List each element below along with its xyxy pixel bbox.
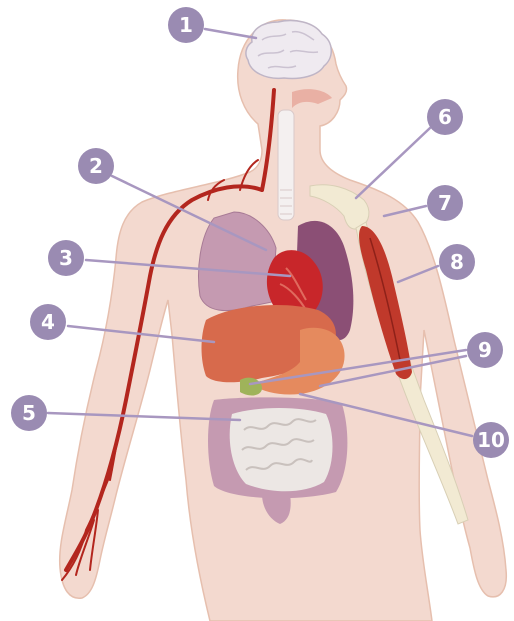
label-number: 10 (477, 428, 505, 452)
label-number: 3 (59, 246, 73, 270)
label-number: 5 (22, 401, 36, 425)
label-badge-4: 4 (30, 304, 66, 340)
label-number: 8 (450, 250, 464, 274)
label-number: 9 (478, 338, 492, 362)
label-number: 1 (179, 13, 193, 37)
label-badge-2: 2 (78, 148, 114, 184)
label-number: 7 (438, 191, 452, 215)
label-badge-6: 6 (427, 99, 463, 135)
label-badge-8: 8 (439, 244, 475, 280)
label-badge-5: 5 (11, 395, 47, 431)
label-number: 2 (89, 154, 103, 178)
label-badge-9: 9 (467, 332, 503, 368)
label-number: 4 (41, 310, 55, 334)
label-number: 6 (438, 105, 452, 129)
label-badge-10: 10 (473, 422, 509, 458)
brain (246, 21, 331, 79)
leader-line-6 (356, 128, 430, 198)
label-badge-7: 7 (427, 185, 463, 221)
label-badge-1: 1 (168, 7, 204, 43)
label-badge-3: 3 (48, 240, 84, 276)
leader-line-1 (205, 29, 256, 38)
